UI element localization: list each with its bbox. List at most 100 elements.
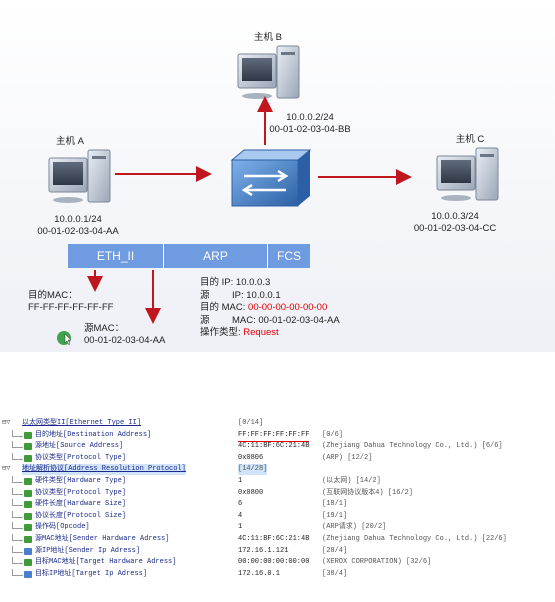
tree-connector-line <box>12 510 23 518</box>
field-name: 目标IP地址[Target Ip Adress] <box>35 569 148 578</box>
arp-dest-ip: 10.0.0.3 <box>235 277 271 288</box>
tree-field-row[interactable]: 协议类型[Protocol Type]0x0800(互联网协议版本4) [16/… <box>0 487 555 499</box>
frame-eth-header: ETH_II <box>68 244 164 268</box>
field-name: 硬件类型[Hardware Type] <box>35 477 127 485</box>
field-description: (Zhejiang Dahua Technology Co., Ltd.) [6… <box>322 442 503 451</box>
tree-connector-line <box>12 522 23 530</box>
frame-arp-payload: ARP <box>164 244 268 268</box>
tree-connector-line <box>12 487 23 495</box>
tree-section-row[interactable]: ⊟▽ 地址解析协议[Address Resolution Protocol] [14… <box>0 464 555 476</box>
arp-src-mac-key: MAC: <box>232 314 256 326</box>
tree-field-row[interactable]: 目的地址[Destination Address] FF:FF:FF:FF:FF:… <box>0 429 555 442</box>
field-name: 硬件长度[Hardware Size] <box>35 500 127 509</box>
arp-diagram: 主机 A 10.0.0.1/24 00-01-02-03-04-AA 主机 B … <box>0 0 555 352</box>
packet-decode-tree: ⊟▽ 以太网类型II[Ethernet Type II] [0/14] 目的地址[De… <box>0 418 555 590</box>
field-name: 源地址[Source Address] <box>35 442 124 451</box>
field-icon <box>24 478 32 485</box>
field-name: 源MAC地址[Sender Hardware Adress] <box>35 535 170 543</box>
tree-connector-line <box>12 545 23 553</box>
arp-src-ip: 10.0.0.1 <box>246 289 281 301</box>
diagram-graphics <box>48 45 499 346</box>
field-value: 172.16.0.1 <box>238 569 281 578</box>
tree-field-row[interactable]: 源MAC地址[Sender Hardware Adress] 4C:11:BF:6… <box>0 534 555 545</box>
tree-field-row[interactable]: 源IP地址[Sender Ip Adress] 172.16.1.121 [28/4… <box>0 545 555 557</box>
arp-dest-ip-label: 目的 IP: <box>200 277 234 288</box>
host-c-mac: 00-01-02-03-04-CC <box>413 223 497 234</box>
src-mac-value: 00-01-02-03-04-AA <box>84 335 166 346</box>
field-icon <box>24 443 32 451</box>
tree-connector-line <box>12 499 23 507</box>
field-description: [0/14] <box>238 419 264 427</box>
tree-field-row[interactable]: 目标IP地址[Target Ip Adress] 172.16.0.1 [38/4] <box>0 568 555 580</box>
tree-field-row[interactable]: 协议长度[Protocol Size]4[19/1] <box>0 510 555 522</box>
expand-toggle-icon[interactable]: ⊟▽ <box>2 419 11 427</box>
field-value: 1 <box>238 477 243 485</box>
field-name: 源IP地址[Sender Ip Adress] <box>35 546 141 555</box>
tree-field-row[interactable]: 目标MAC地址[Target Hardware Adress] 00:00:00:… <box>0 557 555 568</box>
field-value: 6 <box>238 500 243 509</box>
field-icon <box>24 559 32 567</box>
host-b-ip: 10.0.0.2/24 <box>286 112 334 123</box>
field-description: (ARP) [12/2] <box>322 453 373 462</box>
field-icon <box>24 512 32 520</box>
host-c-ip: 10.0.0.3/24 <box>431 211 479 222</box>
field-description: [19/1] <box>322 511 348 520</box>
field-description: [18/1] <box>322 500 348 509</box>
computer-icon-host-c <box>436 147 499 201</box>
field-name: 目标MAC地址[Target Hardware Adress] <box>35 558 177 567</box>
arp-src-mac: 00-01-02-03-04-AA <box>258 314 340 326</box>
field-description: (Zhejiang Dahua Technology Co., Ltd.) [2… <box>322 535 507 543</box>
field-name: 地址解析协议[Address Resolution Protocol] <box>22 464 186 476</box>
tree-field-row[interactable]: 协议类型[Protocol Type] 0x0806 (ARP) [12/2] <box>0 452 555 465</box>
field-description: (ARP请求) [20/2] <box>322 523 387 532</box>
computer-icon-host-b <box>237 45 300 99</box>
field-value: 1 <box>238 523 243 532</box>
host-a-mac: 00-01-02-03-04-AA <box>37 226 119 237</box>
field-name: 目的地址[Destination Address] <box>35 430 152 439</box>
arp-src-ip-key: IP: <box>232 289 244 301</box>
tree-connector-line <box>12 476 23 483</box>
arp-src-mac-label: 源 <box>200 314 210 326</box>
arp-dest-mac: 00-00-00-00-00-00 <box>248 302 328 313</box>
host-a-name: 主机 A <box>56 136 84 147</box>
tree-field-row[interactable]: 硬件类型[Hardware Type] 1 (以太网) [14/2] <box>0 476 555 487</box>
field-value: 00:00:00:00:00:00 <box>238 558 310 567</box>
field-name: 操作码[Opcode] <box>35 523 90 532</box>
host-b-name: 主机 B <box>254 32 282 43</box>
field-value: 4C:11:BF:6C:21:4B <box>238 442 310 451</box>
field-description: [14/28] <box>238 464 268 476</box>
field-value: 0x0806 <box>238 453 264 465</box>
field-description: (以太网) [14/2] <box>322 477 381 485</box>
tree-connector-line <box>12 534 23 541</box>
tree-field-row[interactable]: 操作码[Opcode] 1 (ARP请求) [20/2] <box>0 522 555 533</box>
arp-op: Request <box>243 327 279 338</box>
tree-connector-line <box>12 452 23 460</box>
ip-icon <box>24 547 32 555</box>
tree-section-row[interactable]: ⊟▽ 以太网类型II[Ethernet Type II] [0/14] <box>0 418 555 429</box>
computer-icon-host-a <box>48 149 111 203</box>
field-value: 4C:11:BF:6C:21:4B <box>238 535 310 543</box>
src-mac-label: 源MAC： <box>84 323 125 334</box>
field-icon <box>24 501 32 509</box>
field-value: FF:FF:FF:FF:FF:FF <box>238 430 310 442</box>
frame-structure: ETH_II ARP FCS <box>68 244 310 268</box>
tree-connector-line <box>12 557 23 565</box>
dest-mac-value: FF-FF-FF-FF-FF-FF <box>28 302 114 313</box>
field-icon <box>24 454 32 462</box>
tree-field-row[interactable]: 源地址[Source Address] 4C:11:BF:6C:21:4B (Zhe… <box>0 441 555 452</box>
field-value: 4 <box>238 511 243 520</box>
field-value: 172.16.1.121 <box>238 546 289 555</box>
tree-field-row[interactable]: 硬件长度[Hardware Size] 6 [18/1] <box>0 499 555 510</box>
field-name: 以太网类型II[Ethernet Type II] <box>22 419 142 427</box>
host-c-name: 主机 C <box>455 134 485 145</box>
field-icon <box>24 524 32 532</box>
expand-toggle-icon[interactable]: ⊟▽ <box>2 465 11 474</box>
host-a-ip: 10.0.0.1/24 <box>54 214 102 225</box>
field-icon <box>24 431 32 439</box>
field-name: 协议类型[Protocol Type] <box>35 453 127 462</box>
field-description: [28/4] <box>322 546 348 555</box>
field-description: [38/4] <box>322 569 348 578</box>
field-name: 协议类型[Protocol Type] <box>35 488 127 497</box>
arp-src-ip-label: 源 <box>200 289 210 301</box>
